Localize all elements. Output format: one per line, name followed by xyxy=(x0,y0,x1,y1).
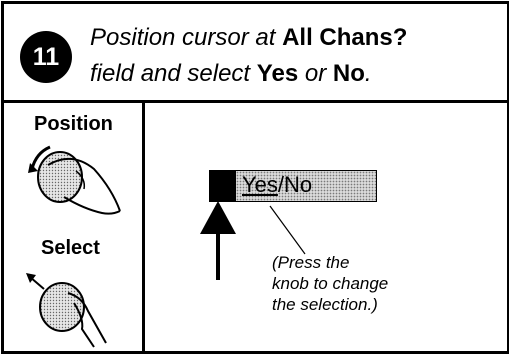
field-cursor xyxy=(209,170,236,202)
select-label: Select xyxy=(41,237,100,259)
option-yes-text: Yes xyxy=(256,60,299,87)
field-value-text: Yes/No xyxy=(242,172,312,198)
note-line: (Press the xyxy=(272,253,350,272)
instruction-text: field and select xyxy=(90,60,251,87)
callout-leader-line xyxy=(269,205,306,255)
note-line: the selection.) xyxy=(272,295,378,314)
instruction-text: Position cursor at xyxy=(90,24,276,51)
all-chans-field[interactable]: Yes/No xyxy=(209,170,377,202)
note-line: knob to change xyxy=(272,274,389,293)
period-text: . xyxy=(364,60,372,87)
value-no: No xyxy=(284,172,313,197)
controls-column: Position Select xyxy=(4,103,145,351)
knob-press-hand-icon xyxy=(26,273,107,348)
field-name: All Chans? xyxy=(282,24,408,51)
value-separator: / xyxy=(277,172,285,197)
step-number-badge: 11 xyxy=(20,31,72,83)
up-arrow-icon xyxy=(200,201,236,234)
value-yes: Yes xyxy=(242,172,278,197)
instruction-line-2: field and select Yes or No. xyxy=(90,60,372,88)
position-label: Position xyxy=(34,113,113,135)
annotation-graphics xyxy=(200,201,306,280)
knob-rotate-hand-icon xyxy=(28,145,121,215)
instruction-header: 11 Position cursor at All Chans? field a… xyxy=(4,4,507,103)
instruction-line-1: Position cursor at All Chans? xyxy=(90,24,407,52)
or-text: or xyxy=(304,60,327,87)
option-no-text: No xyxy=(332,60,365,87)
note-text: (Press the knob to change the selection.… xyxy=(272,252,388,315)
field-value-box[interactable]: Yes/No xyxy=(236,170,377,202)
